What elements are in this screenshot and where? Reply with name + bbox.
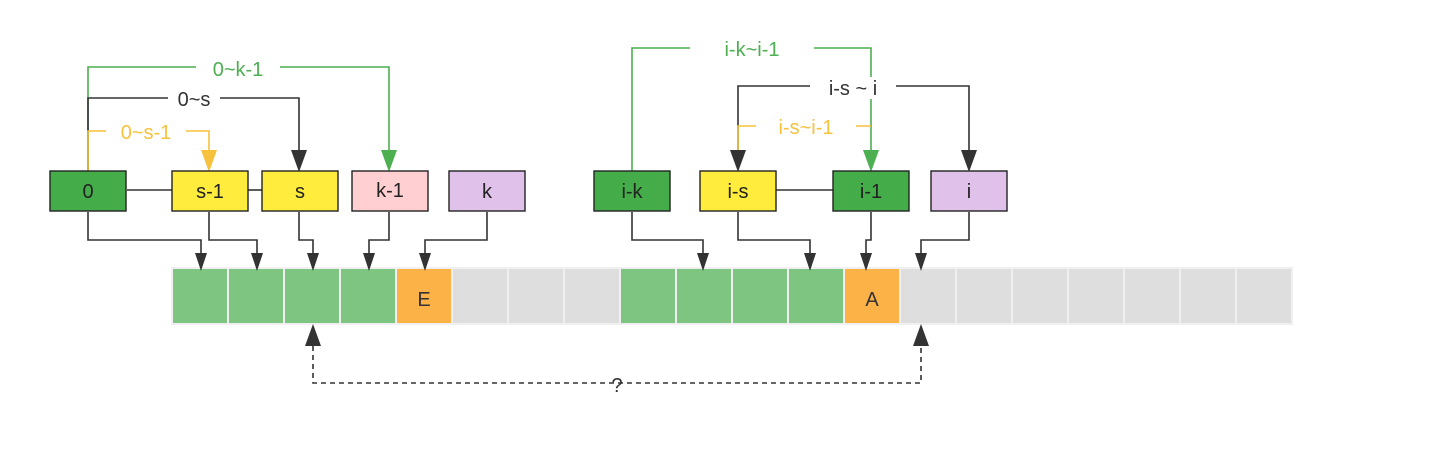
bracket-0-k1: 0~k-1 xyxy=(87,58,397,172)
label-0-s: 0~s xyxy=(178,89,211,111)
connector-s1-to-cell xyxy=(208,212,258,266)
connector-is-to-cell xyxy=(737,212,811,266)
array-cell xyxy=(565,269,619,323)
node-i1: i-1 xyxy=(832,170,910,212)
node-k1: k-1 xyxy=(351,170,429,212)
bracket-is-i1: i-s~i-1 xyxy=(737,116,871,150)
comparison-arrow: ? xyxy=(305,324,929,397)
array-cell-label: E xyxy=(417,289,430,311)
node-s-label: s xyxy=(295,181,305,203)
node-is-label: i-s xyxy=(727,181,748,203)
bracket-is-i: i-s ~ i xyxy=(730,77,977,172)
node-0-label: 0 xyxy=(82,181,93,203)
array-cell xyxy=(1069,269,1123,323)
comparison-arrowhead-right xyxy=(913,324,929,346)
arrowhead-cell-13 xyxy=(915,253,927,271)
arrowhead-cell-3 xyxy=(307,253,319,271)
array-cell xyxy=(453,269,507,323)
array-cell xyxy=(789,269,843,323)
node-k-label: k xyxy=(482,181,493,203)
node-i1-label: i-1 xyxy=(860,181,882,203)
label-is-i1: i-s~i-1 xyxy=(778,117,833,139)
array-cell xyxy=(845,269,899,323)
node-0: 0 xyxy=(49,170,127,212)
array-cell xyxy=(957,269,1011,323)
array-cell xyxy=(1013,269,1067,323)
connector-i-to-cell xyxy=(920,212,970,266)
connector-0-to-cell xyxy=(87,212,202,266)
array-cell xyxy=(341,269,395,323)
label-ik-i1: i-k~i-1 xyxy=(724,39,779,61)
bracket-ik-i1: i-k~i-1 xyxy=(631,38,879,172)
label-0-s1: 0~s-1 xyxy=(121,122,172,144)
arrowhead-cell-5 xyxy=(419,253,431,271)
arrowhead-cell-4 xyxy=(363,253,375,271)
connector-ik-to-cell xyxy=(631,212,704,266)
node-to-array-connectors xyxy=(87,212,970,266)
array-cell xyxy=(285,269,339,323)
array-cell xyxy=(173,269,227,323)
node-k: k xyxy=(448,170,526,212)
array-cell xyxy=(621,269,675,323)
comparison-question-mark: ? xyxy=(611,375,622,397)
array-cell-label: A xyxy=(865,289,879,311)
arrowhead-cell-2 xyxy=(251,253,263,271)
node-ik: i-k xyxy=(593,170,671,212)
node-s: s xyxy=(261,170,339,212)
node-s1-label: s-1 xyxy=(196,181,224,203)
node-s1: s-1 xyxy=(171,170,249,212)
array-cell xyxy=(677,269,731,323)
array-cell xyxy=(901,269,955,323)
node-is: i-s xyxy=(699,170,777,212)
node-i-label: i xyxy=(967,181,971,203)
node-to-array-arrowheads xyxy=(195,253,927,271)
label-0-k1: 0~k-1 xyxy=(213,59,264,81)
arrowhead-cell-12 xyxy=(860,253,872,271)
comparison-arrowhead-left xyxy=(305,324,321,346)
arrowhead-cell-11 xyxy=(804,253,816,271)
node-i: i xyxy=(930,170,1008,212)
array-cell xyxy=(397,269,451,323)
array-cell xyxy=(1125,269,1179,323)
array-cell xyxy=(509,269,563,323)
connector-k-to-cell xyxy=(424,212,488,266)
array-cell xyxy=(1181,269,1235,323)
array-background xyxy=(171,267,1293,325)
node-ik-label: i-k xyxy=(621,181,643,203)
arrowhead-cell-1 xyxy=(195,253,207,271)
arrowhead-cell-9 xyxy=(697,253,709,271)
node-k1-label: k-1 xyxy=(376,180,404,202)
array-cell xyxy=(733,269,787,323)
array-cell xyxy=(229,269,283,323)
bracket-0-s1: 0~s-1 xyxy=(87,122,217,172)
label-is-i: i-s ~ i xyxy=(829,78,877,100)
array-cell xyxy=(1237,269,1291,323)
